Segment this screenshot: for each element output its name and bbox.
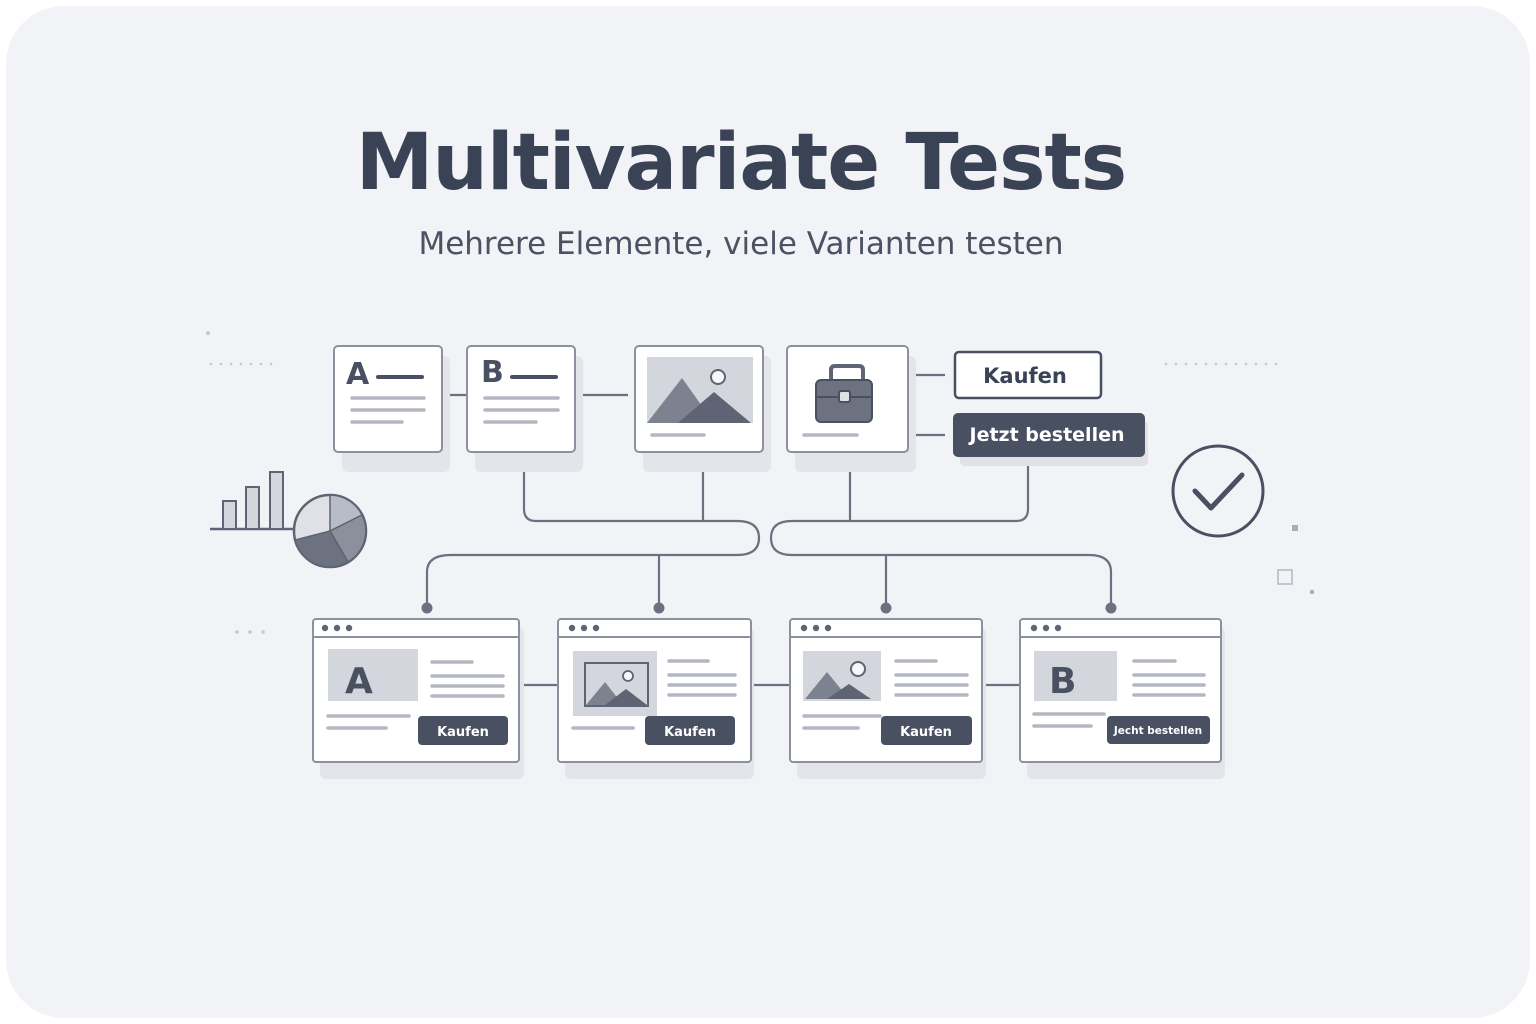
connector-dot	[1105, 602, 1117, 614]
variant-hero-label: B	[1049, 661, 1076, 702]
pie-chart-icon	[292, 493, 368, 569]
cta-option-jetzt-bestellen: Jetzt bestellen	[953, 413, 1148, 466]
variant-cta-button[interactable]	[418, 716, 508, 745]
bar-chart-icon	[210, 471, 294, 531]
image-icon	[803, 651, 881, 701]
window-controls	[321, 624, 353, 632]
cta-option-kaufen: Kaufen	[953, 350, 1103, 400]
image-icon	[573, 651, 657, 716]
page-subtitle: Mehrere Elemente, viele Varianten testen	[418, 226, 1064, 262]
variant-cta-button[interactable]	[881, 716, 972, 745]
element-card-hero-image	[634, 345, 771, 472]
variant-cta-label: Jecht bestellen	[1113, 725, 1202, 737]
image-icon	[647, 357, 753, 423]
page-title: Multivariate Tests	[355, 118, 1127, 208]
headline-label-a: A	[346, 357, 370, 392]
window-controls	[1030, 624, 1062, 632]
variant-cta-label: Kaufen	[664, 725, 716, 740]
element-card-headline-b: B	[466, 345, 583, 472]
variant-card: Kaufen	[789, 618, 986, 779]
decorative-square	[1277, 569, 1293, 585]
variant-hero-label: A	[345, 661, 373, 702]
connector-dot	[653, 602, 665, 614]
variant-card: Kaufen	[557, 618, 754, 779]
element-card-briefcase	[786, 345, 916, 472]
variant-cta-button[interactable]	[1107, 716, 1210, 744]
window-controls	[800, 624, 832, 632]
briefcase-icon	[815, 364, 873, 423]
connector-lines	[425, 373, 1113, 687]
window-controls	[568, 624, 600, 632]
headline-label-b: B	[481, 355, 504, 390]
variant-card: A Kaufen	[312, 618, 524, 779]
check-circle-icon	[1171, 444, 1265, 538]
variant-card: B Jecht bestellen	[1019, 618, 1225, 779]
variant-cta-label: Kaufen	[900, 725, 952, 740]
mvt-diagram: A B	[206, 331, 1315, 779]
cta-option-jetzt-bestellen-label: Jetzt bestellen	[968, 424, 1125, 446]
cta-option-kaufen-label: Kaufen	[983, 364, 1067, 388]
element-card-headline-a: A	[333, 345, 450, 472]
variant-cta-label: Kaufen	[437, 725, 489, 740]
decorative-dots	[206, 331, 1315, 634]
canvas: Multivariate Tests Mehrere Elemente, vie…	[6, 6, 1530, 1018]
variant-cta-button[interactable]	[645, 716, 735, 745]
connector-dot	[421, 602, 433, 614]
connector-dot	[880, 602, 892, 614]
